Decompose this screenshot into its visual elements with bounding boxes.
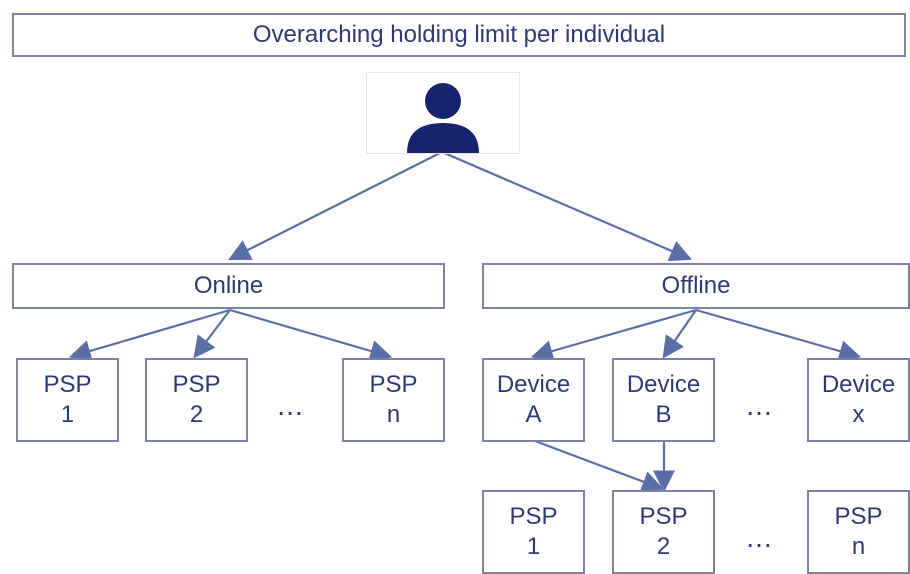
online-ellipsis: … bbox=[276, 390, 306, 421]
arrow-offline-devicex bbox=[695, 308, 862, 362]
leaf-line1: PSP bbox=[639, 503, 688, 530]
arrow-deviceA-psp2 bbox=[534, 439, 665, 493]
person-icon bbox=[407, 83, 479, 153]
offline-psp-n: PSP n bbox=[807, 490, 910, 574]
leaf-line2: 2 bbox=[189, 401, 204, 428]
arrow-offline-deviceB bbox=[662, 309, 697, 359]
leaf-line1: PSP bbox=[509, 503, 558, 530]
arrow-online-pspn bbox=[229, 308, 393, 362]
leaf-line2: A bbox=[525, 401, 542, 428]
arrow-online-psp2 bbox=[193, 309, 231, 359]
leaf-line2: 1 bbox=[526, 533, 541, 560]
online-psp-1: PSP 1 bbox=[16, 358, 119, 442]
leaf-line1: PSP bbox=[172, 371, 221, 398]
offline-psp-1: PSP 1 bbox=[482, 490, 585, 574]
offline-psp-ellipsis: … bbox=[745, 522, 775, 553]
banner-label: Overarching holding limit per individual bbox=[252, 21, 666, 48]
leaf-line1: PSP bbox=[369, 371, 418, 398]
arrow-online-psp1 bbox=[68, 308, 231, 362]
online-label: Online bbox=[193, 272, 264, 299]
individual-node bbox=[366, 72, 520, 154]
leaf-line1: PSP bbox=[43, 371, 92, 398]
leaf-line2: 2 bbox=[656, 533, 671, 560]
offline-node: Offline bbox=[482, 263, 910, 309]
offline-psp-2: PSP 2 bbox=[612, 490, 715, 574]
leaf-line2: n bbox=[386, 401, 401, 428]
offline-device-ellipsis: … bbox=[745, 390, 775, 421]
leaf-line2: B bbox=[655, 401, 672, 428]
leaf-line1: Device bbox=[821, 371, 896, 398]
leaf-line2: n bbox=[851, 533, 866, 560]
offline-device-b: Device B bbox=[612, 358, 715, 442]
offline-label: Offline bbox=[661, 272, 731, 299]
offline-device-x: Device x bbox=[807, 358, 910, 442]
online-psp-2: PSP 2 bbox=[145, 358, 248, 442]
online-psp-n: PSP n bbox=[342, 358, 445, 442]
offline-device-a: Device A bbox=[482, 358, 585, 442]
arrow-person-offline bbox=[441, 150, 693, 262]
holding-limit-banner: Overarching holding limit per individual bbox=[12, 13, 906, 57]
leaf-line1: PSP bbox=[834, 503, 883, 530]
leaf-line1: Device bbox=[496, 371, 571, 398]
arrow-offline-deviceA bbox=[530, 308, 697, 362]
arrow-person-online bbox=[228, 151, 443, 260]
leaf-line2: x bbox=[852, 401, 865, 428]
online-node: Online bbox=[12, 263, 445, 309]
leaf-line2: 1 bbox=[60, 401, 75, 428]
leaf-line1: Device bbox=[626, 371, 701, 398]
